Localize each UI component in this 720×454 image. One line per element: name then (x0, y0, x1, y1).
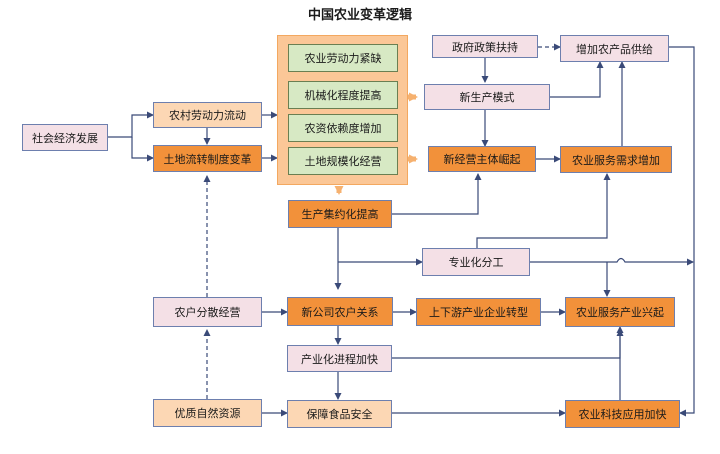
node-youzhi: 优质自然资源 (153, 399, 262, 427)
node-xin-shengchan: 新生产模式 (424, 84, 550, 110)
node-xin-jingying: 新经营主体崛起 (428, 146, 536, 172)
node-chanyehua: 产业化进程加快 (287, 345, 392, 372)
node-tudi-guimo: 土地规模化经营 (288, 147, 398, 175)
node-zhengfu: 政府政策扶持 (432, 35, 538, 58)
arrow-chanyehua-to-fuwu (392, 326, 624, 359)
node-keji: 农业科技应用加快 (565, 400, 680, 428)
node-nongcun-laodongli: 农村劳动力流动 (153, 102, 262, 128)
node-fuwu-chanye: 农业服务产业兴起 (565, 297, 675, 327)
arrow-zhuanye-to-right (530, 257, 694, 266)
diagram-title: 中国农业变革逻辑 (307, 8, 412, 23)
arrow-shehui-to-laodongli (108, 111, 154, 138)
node-tudi-liuzhuan: 土地流转制度变革 (153, 145, 262, 172)
node-laodongli-jinque: 农业劳动力紧缺 (288, 44, 398, 72)
node-nongzi: 农资依赖度增加 (288, 114, 398, 142)
node-shipin: 保障食品安全 (287, 400, 392, 428)
node-jixiehua: 机械化程度提高 (288, 81, 398, 109)
arrow-shehui-to-tudi (131, 137, 154, 162)
arrow-jiyue-to-jingying (392, 173, 482, 215)
arrow-gongji-to-keji (669, 46, 695, 417)
node-zhuanye: 专业化分工 (422, 248, 530, 276)
node-shehui: 社会经济发展 (22, 124, 108, 151)
node-fensan: 农户分散经营 (153, 297, 262, 327)
node-fuwu-xuqiu: 农业服务需求增加 (560, 146, 672, 173)
node-shangxiayou: 上下游产业企业转型 (416, 298, 541, 326)
node-gongsi-nonghu: 新公司农户关系 (287, 297, 393, 326)
arrow-shengchan-to-gongji (550, 61, 604, 98)
arrow-zhuanye-to-xuqiu (476, 173, 611, 248)
node-zengjia-gongji: 增加农产品供给 (560, 35, 669, 62)
node-jiyue: 生产集约化提高 (288, 200, 392, 228)
